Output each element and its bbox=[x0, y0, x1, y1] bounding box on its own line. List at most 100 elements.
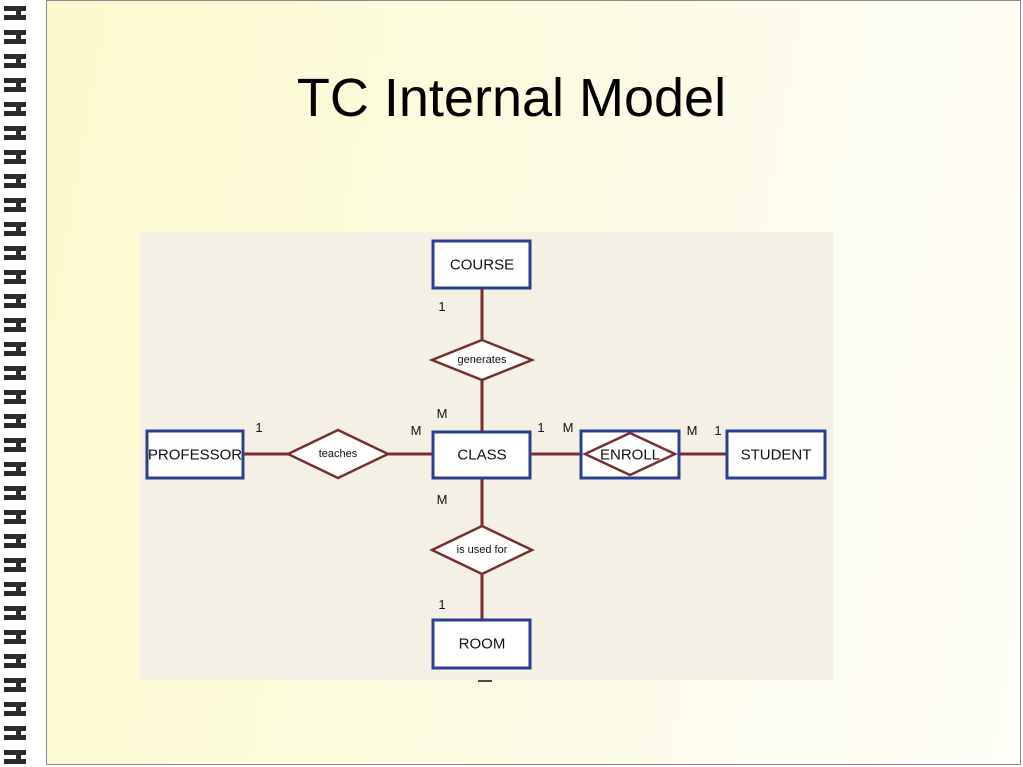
spiral-binding bbox=[4, 6, 26, 764]
relationship-generates-label: generates bbox=[458, 354, 507, 366]
binding-ring bbox=[16, 606, 21, 620]
binding-ring bbox=[4, 54, 26, 59]
entity-class-label: CLASS bbox=[457, 447, 506, 464]
cardinality-enroll-student: M bbox=[687, 423, 698, 438]
binding-ring bbox=[4, 678, 26, 683]
binding-ring bbox=[4, 735, 26, 740]
binding-ring bbox=[16, 150, 21, 164]
binding-ring bbox=[4, 87, 26, 92]
binding-ring bbox=[4, 159, 26, 164]
binding-ring bbox=[16, 126, 21, 140]
binding-ring bbox=[16, 6, 21, 20]
binding-ring bbox=[16, 582, 21, 596]
binding-ring bbox=[16, 78, 21, 92]
binding-ring bbox=[4, 543, 26, 548]
binding-ring bbox=[4, 750, 26, 755]
binding-ring bbox=[16, 414, 21, 428]
binding-ring bbox=[4, 6, 26, 11]
binding-ring bbox=[4, 222, 26, 227]
slide-footer-mark bbox=[478, 680, 492, 682]
binding-ring bbox=[16, 174, 21, 188]
slide-title: TC Internal Model bbox=[296, 68, 727, 128]
binding-ring bbox=[16, 486, 21, 500]
entity-course-label: COURSE bbox=[450, 257, 514, 274]
binding-ring bbox=[4, 246, 26, 251]
binding-ring bbox=[16, 558, 21, 572]
binding-ring bbox=[4, 351, 26, 356]
binding-ring bbox=[4, 270, 26, 275]
entity-professor-label: PROFESSOR bbox=[148, 447, 242, 464]
binding-ring bbox=[4, 447, 26, 452]
binding-ring bbox=[4, 639, 26, 644]
binding-ring bbox=[4, 30, 26, 35]
binding-ring bbox=[16, 654, 21, 668]
binding-ring bbox=[4, 519, 26, 524]
binding-ring bbox=[16, 54, 21, 68]
binding-ring bbox=[4, 366, 26, 371]
binding-ring bbox=[4, 711, 26, 716]
cardinality-enroll-class: M bbox=[563, 420, 574, 435]
binding-ring bbox=[4, 630, 26, 635]
binding-ring bbox=[4, 702, 26, 707]
entity-class-box bbox=[431, 430, 532, 480]
binding-ring bbox=[4, 198, 26, 203]
connector-lines bbox=[243, 288, 727, 620]
binding-ring bbox=[16, 102, 21, 116]
relationship-teaches-diamond bbox=[285, 428, 391, 480]
binding-ring bbox=[4, 687, 26, 692]
binding-ring bbox=[4, 414, 26, 419]
er-diagram: COURSE CLASS PROFESSOR STUDENT ROOM ENRO… bbox=[140, 232, 833, 680]
binding-ring bbox=[16, 726, 21, 740]
binding-ring bbox=[4, 606, 26, 611]
binding-ring bbox=[4, 327, 26, 332]
binding-ring bbox=[16, 270, 21, 284]
binding-ring bbox=[4, 534, 26, 539]
entity-room-label: ROOM bbox=[459, 636, 506, 653]
binding-ring bbox=[4, 303, 26, 308]
binding-ring bbox=[4, 318, 26, 323]
binding-ring bbox=[16, 198, 21, 212]
entity-room-box bbox=[431, 618, 532, 670]
binding-ring bbox=[4, 294, 26, 299]
binding-ring bbox=[16, 342, 21, 356]
binding-ring bbox=[4, 279, 26, 284]
entity-enroll-diamond bbox=[582, 431, 678, 477]
binding-ring bbox=[4, 375, 26, 380]
cardinality-course-generates: 1 bbox=[438, 299, 445, 314]
binding-ring bbox=[4, 390, 26, 395]
binding-ring bbox=[4, 207, 26, 212]
binding-ring bbox=[16, 246, 21, 260]
entity-course-box bbox=[431, 239, 532, 290]
binding-ring bbox=[4, 591, 26, 596]
binding-ring bbox=[4, 726, 26, 731]
binding-ring bbox=[4, 486, 26, 491]
entity-student-label: STUDENT bbox=[741, 447, 812, 464]
binding-ring bbox=[4, 399, 26, 404]
binding-ring bbox=[4, 423, 26, 428]
binding-ring bbox=[4, 471, 26, 476]
binding-ring bbox=[4, 231, 26, 236]
binding-rings bbox=[4, 6, 26, 764]
binding-ring bbox=[4, 615, 26, 620]
binding-ring bbox=[16, 678, 21, 692]
binding-ring bbox=[4, 567, 26, 572]
binding-ring bbox=[16, 534, 21, 548]
relationship-is-used-for-diamond bbox=[429, 524, 535, 576]
binding-ring bbox=[4, 15, 26, 20]
binding-ring bbox=[4, 462, 26, 467]
cardinality-student-enroll: 1 bbox=[714, 423, 721, 438]
binding-ring bbox=[4, 255, 26, 260]
cardinality-class-room: M bbox=[437, 492, 448, 507]
binding-ring bbox=[16, 510, 21, 524]
binding-ring bbox=[4, 102, 26, 107]
binding-ring bbox=[4, 111, 26, 116]
binding-ring bbox=[16, 750, 21, 764]
binding-ring bbox=[4, 174, 26, 179]
entity-professor-box bbox=[145, 429, 245, 480]
cardinality-class-teaches: M bbox=[411, 423, 422, 438]
binding-ring bbox=[16, 702, 21, 716]
binding-ring bbox=[4, 654, 26, 659]
binding-ring bbox=[4, 438, 26, 443]
binding-ring bbox=[4, 135, 26, 140]
binding-ring bbox=[16, 222, 21, 236]
